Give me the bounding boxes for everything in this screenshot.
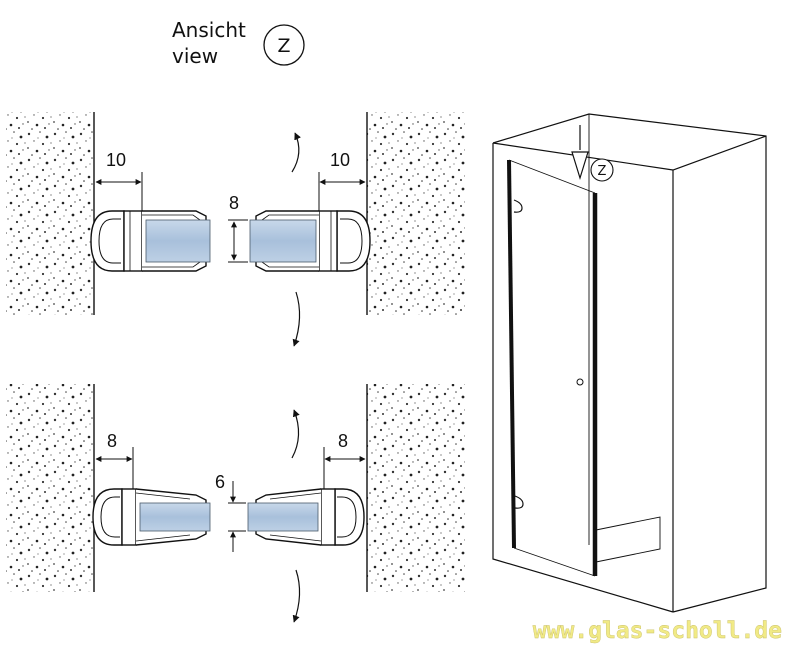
header: Ansicht view Z bbox=[172, 18, 305, 68]
dimension-left-top: 10 bbox=[95, 150, 143, 211]
dimension-right-top: 10 bbox=[318, 150, 366, 211]
shower-tray bbox=[595, 516, 661, 563]
dimension-glass-bottom: 6 bbox=[215, 472, 246, 552]
top-section: 10 10 8 bbox=[6, 112, 465, 347]
dimension-left-top-label: 10 bbox=[106, 150, 126, 170]
view-direction-arrow-icon bbox=[571, 151, 589, 181]
swing-arrow-up-bottom bbox=[291, 409, 300, 459]
view-marker-label: Z bbox=[277, 35, 290, 57]
shower-view-marker-label: Z bbox=[598, 164, 607, 179]
dimension-glass-bottom-label: 6 bbox=[215, 472, 225, 492]
view-marker-circle bbox=[263, 24, 305, 66]
glass-pane-left-top bbox=[145, 219, 211, 263]
dimension-left-bottom: 8 bbox=[95, 431, 134, 489]
glass-pane-left-bottom bbox=[139, 502, 211, 532]
door-knob-icon bbox=[576, 378, 584, 386]
swing-arrow-down-bottom bbox=[292, 569, 301, 623]
swing-arrow-up-top bbox=[291, 132, 301, 173]
glass-pane-right-bottom bbox=[247, 502, 319, 532]
wall-left-top bbox=[6, 112, 94, 315]
header-title-en: view bbox=[172, 44, 218, 68]
hinge-top-icon bbox=[513, 199, 523, 213]
dimension-right-bottom-label: 8 bbox=[338, 431, 348, 451]
wall-right-bottom bbox=[367, 384, 465, 592]
dimension-glass-top-label: 8 bbox=[229, 193, 239, 213]
shower-view-marker-circle bbox=[590, 158, 614, 182]
dimension-right-top-label: 10 bbox=[330, 150, 350, 170]
shower-enclosure bbox=[492, 113, 767, 613]
dimension-glass-top: 8 bbox=[228, 193, 248, 263]
header-title-de: Ansicht bbox=[172, 18, 246, 42]
swing-arrow-down-top bbox=[292, 291, 301, 347]
door-hinge-rail bbox=[507, 159, 516, 549]
hinge-bottom-icon bbox=[514, 495, 524, 509]
wall-left-bottom bbox=[6, 384, 94, 592]
watermark-url: www.glas-scholl.de bbox=[533, 618, 782, 644]
bottom-section: 8 8 6 bbox=[6, 384, 465, 623]
wall-right-top bbox=[367, 112, 465, 315]
dimension-left-bottom-label: 8 bbox=[107, 431, 117, 451]
glass-pane-right-top bbox=[249, 219, 317, 263]
dimension-right-bottom: 8 bbox=[323, 431, 366, 489]
